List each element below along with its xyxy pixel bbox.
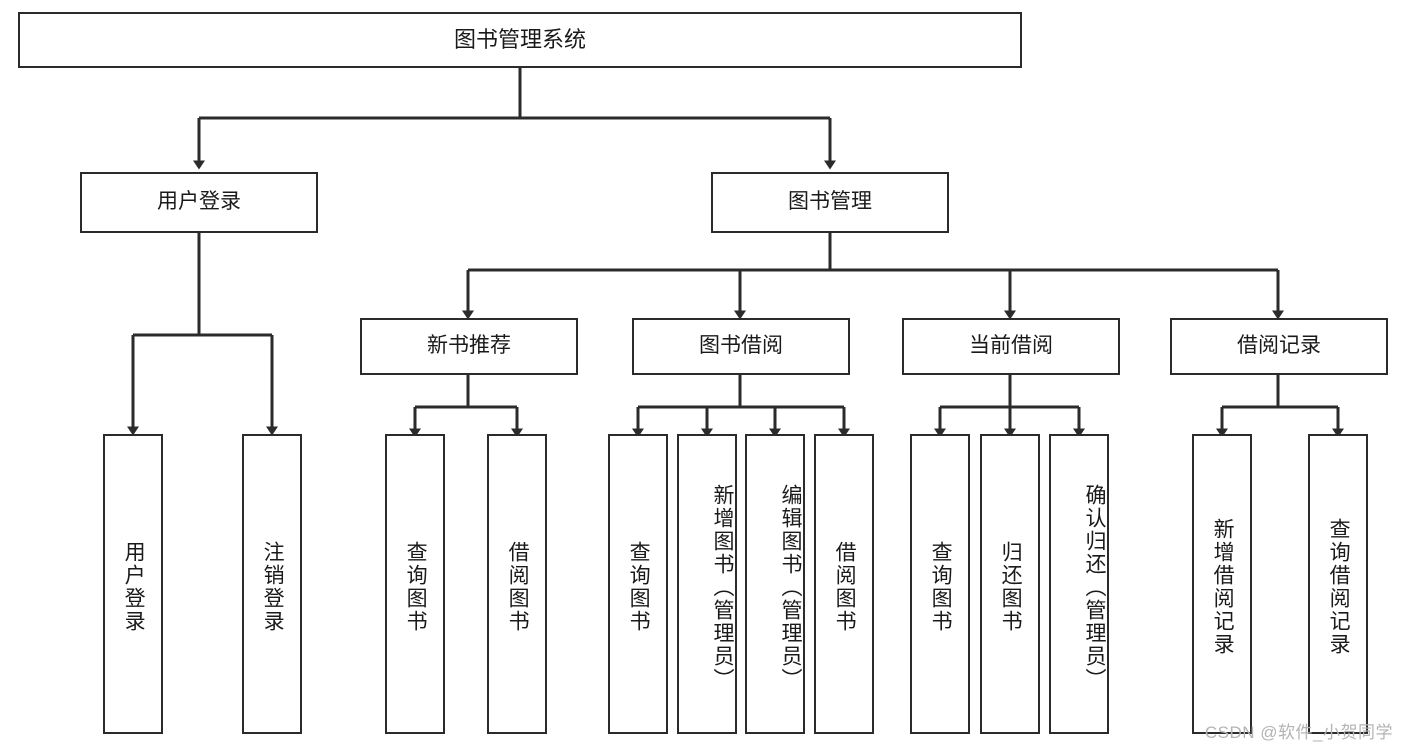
node-label: 借阅记录 [1237, 334, 1321, 358]
node-label: 图书管理 [788, 190, 872, 214]
node-label: 图书借阅 [699, 334, 783, 358]
node-current-borrow[interactable]: 当前借阅 [902, 318, 1120, 375]
node-label: 用户登录 [122, 541, 146, 633]
node-label: 查询图书 [627, 541, 651, 633]
node-label: 查询图书 [404, 541, 428, 633]
node-label: 图书管理系统 [453, 27, 586, 53]
node-leaf-borrow-book-2[interactable]: 借阅图书 [814, 434, 874, 734]
node-label: 新增借阅记录 [1211, 518, 1235, 656]
node-leaf-user-login[interactable]: 用户登录 [103, 434, 163, 734]
node-leaf-query-record[interactable]: 查询借阅记录 [1308, 434, 1368, 734]
node-label: 确认归还（管理员） [1083, 483, 1106, 691]
node-borrow-record[interactable]: 借阅记录 [1170, 318, 1388, 375]
node-label: 借阅图书 [833, 541, 857, 633]
node-label: 新书推荐 [427, 334, 511, 358]
node-leaf-add-record[interactable]: 新增借阅记录 [1192, 434, 1252, 734]
node-leaf-edit-book[interactable]: 编辑图书（管理员） [745, 434, 805, 734]
watermark-text: CSDN @软件_小贺同学 [1204, 723, 1393, 742]
node-label: 当前借阅 [969, 334, 1053, 358]
node-user-login[interactable]: 用户登录 [80, 172, 318, 233]
node-book-borrow[interactable]: 图书借阅 [632, 318, 850, 375]
node-leaf-borrow-book-1[interactable]: 借阅图书 [487, 434, 547, 734]
node-book-management-system[interactable]: 图书管理系统 [18, 12, 1022, 68]
node-label: 查询借阅记录 [1327, 518, 1351, 656]
node-label: 借阅图书 [506, 541, 530, 633]
node-new-book-recommend[interactable]: 新书推荐 [360, 318, 578, 375]
node-leaf-confirm-return[interactable]: 确认归还（管理员） [1049, 434, 1109, 734]
node-label: 注销登录 [261, 541, 285, 633]
node-leaf-return-book[interactable]: 归还图书 [980, 434, 1040, 734]
node-leaf-add-book[interactable]: 新增图书（管理员） [677, 434, 737, 734]
node-leaf-query-book-1[interactable]: 查询图书 [385, 434, 445, 734]
node-label: 新增图书（管理员） [711, 483, 734, 691]
node-label: 编辑图书（管理员） [779, 483, 802, 691]
node-leaf-query-book-3[interactable]: 查询图书 [910, 434, 970, 734]
node-label: 归还图书 [999, 541, 1023, 633]
node-label: 用户登录 [157, 190, 241, 214]
node-leaf-query-book-2[interactable]: 查询图书 [608, 434, 668, 734]
node-leaf-logout-login[interactable]: 注销登录 [242, 434, 302, 734]
node-book-management[interactable]: 图书管理 [711, 172, 949, 233]
node-label: 查询图书 [929, 541, 953, 633]
